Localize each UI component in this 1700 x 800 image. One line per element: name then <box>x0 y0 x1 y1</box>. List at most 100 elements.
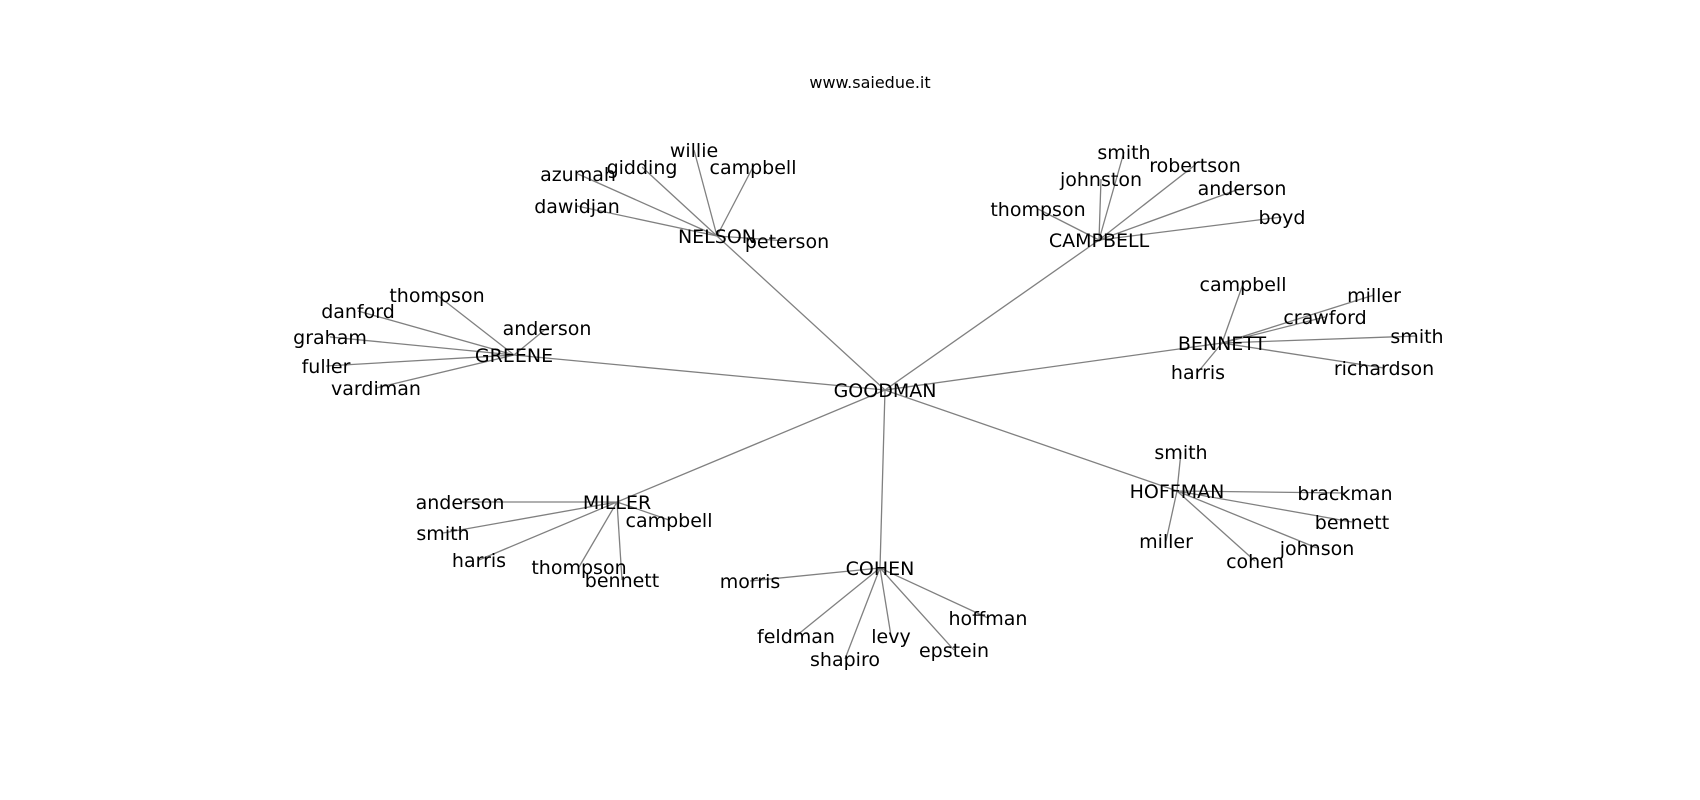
leaf-node-label: boyd <box>1259 207 1306 229</box>
edge-hub-to-leaf <box>1221 316 1326 344</box>
leaf-node-label: fuller <box>302 356 351 378</box>
edge-center-to-hub <box>879 389 886 569</box>
hub-node-label: CAMPBELL <box>1049 230 1150 252</box>
leaf-node-label: miller <box>1139 531 1193 553</box>
leaf-node-label: johnson <box>1279 538 1355 560</box>
leaf-node-label: hoffman <box>949 608 1028 630</box>
edge-center-to-hub <box>884 342 1223 391</box>
edge-hub-to-leaf <box>436 294 515 356</box>
leaf-node-label: graham <box>293 327 367 349</box>
leaf-node-label: willie <box>670 140 718 162</box>
edge-hub-to-leaf <box>641 166 718 237</box>
edge-hub-to-leaf <box>375 354 515 389</box>
leaf-node-label: smith <box>1097 142 1150 164</box>
hub-node-label: MILLER <box>583 492 651 514</box>
edge-hub-to-leaf <box>879 567 989 619</box>
leaf-node-label: azumah <box>540 164 616 186</box>
edge-hub-to-leaf <box>879 567 955 651</box>
site-title: www.saiedue.it <box>809 73 930 92</box>
hub-node-label: GREENE <box>475 345 553 367</box>
edge-center-to-hub <box>513 354 886 391</box>
leaf-node-label: feldman <box>757 626 835 648</box>
edge-hub-to-leaf <box>577 173 718 237</box>
edge-hub-to-leaf <box>1098 164 1196 241</box>
edge-hub-to-leaf <box>357 310 515 356</box>
edge-hub-to-leaf <box>1176 490 1346 494</box>
leaf-node-label: brackman <box>1297 483 1392 505</box>
leaf-node-label: dawidjan <box>534 196 620 218</box>
edge-hub-to-leaf <box>616 501 623 581</box>
edge-hub-to-leaf <box>716 235 788 242</box>
hub-node-label: BENNETT <box>1178 333 1267 355</box>
edge-center-to-hub <box>884 239 1100 391</box>
leaf-node-label: richardson <box>1334 358 1434 380</box>
leaf-node-label: bennett <box>1315 512 1389 534</box>
edge-hub-to-leaf <box>879 567 892 637</box>
edge-hub-to-leaf <box>478 501 618 561</box>
leaf-node-label: danford <box>321 301 395 323</box>
leaf-node-label: vardiman <box>331 378 421 400</box>
edge-hub-to-leaf <box>576 205 718 237</box>
edge-hub-to-leaf <box>616 501 670 521</box>
leaf-node-label: bennett <box>585 570 659 592</box>
leaf-node-label: anderson <box>503 318 592 340</box>
edge-center-to-hub <box>716 235 886 391</box>
edge-hub-to-leaf <box>1176 451 1182 492</box>
edge-hub-to-leaf <box>1098 187 1243 241</box>
edge-hub-to-leaf <box>578 501 618 568</box>
edge-hub-to-leaf <box>693 149 718 237</box>
leaf-node-label: thompson <box>389 285 484 307</box>
leaf-node-label: peterson <box>745 231 829 253</box>
edge-hub-to-leaf <box>1098 216 1283 241</box>
leaf-node-label: epstein <box>919 640 989 662</box>
edge-hub-to-leaf <box>1176 490 1256 562</box>
leaf-node-label: morris <box>720 571 781 593</box>
hub-node-label: NELSON <box>678 226 756 248</box>
leaf-node-label: thompson <box>531 557 626 579</box>
edge-hub-to-leaf <box>844 567 881 660</box>
leaf-node-label: miller <box>1347 285 1401 307</box>
edge-hub-to-leaf <box>1098 151 1125 241</box>
edge-hub-to-leaf <box>1037 208 1100 241</box>
leaf-node-label: gidding <box>607 157 678 179</box>
leaf-node-label: campbell <box>710 157 797 179</box>
leaf-node-label: thompson <box>990 199 1085 221</box>
leaf-node-label: anderson <box>1198 178 1287 200</box>
leaf-node-label: anderson <box>416 492 505 514</box>
leaf-node-label: robertson <box>1149 155 1241 177</box>
leaf-node-label: johnston <box>1059 169 1142 191</box>
edge-hub-to-leaf <box>1221 294 1375 344</box>
edge-hub-to-leaf <box>1221 335 1418 344</box>
leaf-node-label: harris <box>452 550 506 572</box>
edge-hub-to-leaf <box>1176 490 1353 523</box>
leaf-node-label: crawford <box>1283 307 1366 329</box>
edge-hub-to-leaf <box>1165 490 1178 542</box>
edge-hub-to-leaf <box>513 327 548 356</box>
hub-node-label: COHEN <box>846 558 915 580</box>
edge-hub-to-leaf <box>716 166 754 237</box>
leaf-node-label: smith <box>416 523 469 545</box>
leaf-node-label: shapiro <box>810 649 880 671</box>
hub-node-label: HOFFMAN <box>1130 481 1225 503</box>
edge-hub-to-leaf <box>325 354 515 367</box>
leaf-node-label: harris <box>1171 362 1225 384</box>
edge-hub-to-leaf <box>1176 490 1318 549</box>
edge-hub-to-leaf <box>1197 342 1223 373</box>
leaf-node-label: smith <box>1390 326 1443 348</box>
edge-center-to-hub <box>884 389 1178 492</box>
leaf-node-label: cohen <box>1226 551 1284 573</box>
edge-hub-to-leaf <box>1098 178 1102 241</box>
center-node-label: GOODMAN <box>834 380 937 402</box>
edge-hub-to-leaf <box>795 567 881 637</box>
edges-layer <box>325 149 1418 660</box>
edge-center-to-hub <box>616 389 886 503</box>
edge-hub-to-leaf <box>1221 342 1385 369</box>
edge-hub-to-leaf <box>1221 283 1244 344</box>
leaf-node-label: campbell <box>1200 274 1287 296</box>
leaf-node-label: campbell <box>626 510 713 532</box>
leaf-node-label: levy <box>871 626 910 648</box>
edge-hub-to-leaf <box>749 567 881 582</box>
edge-hub-to-leaf <box>329 336 515 356</box>
